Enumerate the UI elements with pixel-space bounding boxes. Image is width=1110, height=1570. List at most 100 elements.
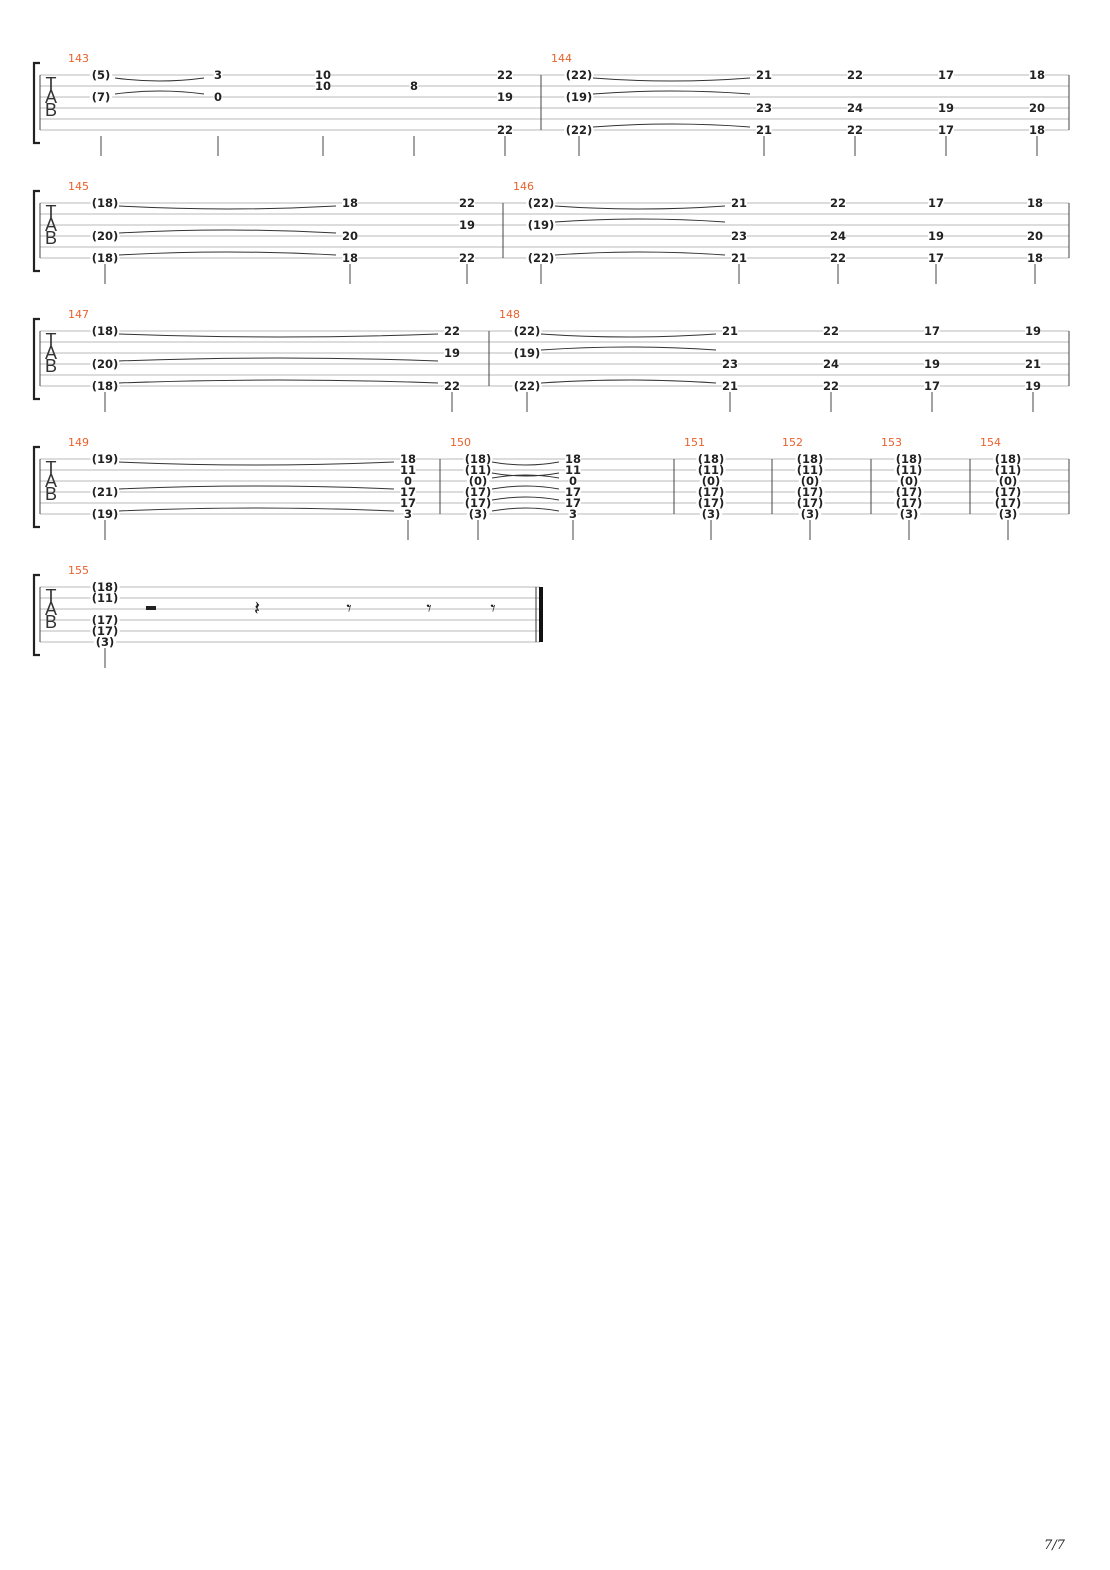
tie-arc (491, 507, 560, 512)
fret-background (463, 465, 493, 475)
fret-background (795, 465, 825, 475)
tie-arc (491, 474, 560, 479)
fret-background (90, 231, 120, 241)
fret-background (342, 253, 358, 263)
tie-arc (118, 379, 439, 384)
system-4: TAB149(19)(21)(19)1811017173150(18)(11)(… (32, 436, 1070, 540)
measure-number: 153 (881, 436, 902, 449)
fret-number: (7) (92, 90, 111, 104)
fret-background (403, 476, 413, 486)
fret-number: 17 (924, 324, 940, 338)
fret-background (565, 498, 581, 508)
tie-arc (118, 205, 337, 210)
fret-background (996, 509, 1020, 519)
fret-number: 3 (214, 68, 222, 82)
tab-clef-letter: B (45, 612, 57, 632)
fret-number: (22) (514, 379, 541, 393)
fret-number: (17) (896, 485, 923, 499)
fret-background (565, 454, 581, 464)
fret-number: 23 (722, 357, 738, 371)
fret-background (512, 381, 542, 391)
fret-number: (18) (797, 452, 824, 466)
sixteenth-rest: 𝄾 (426, 596, 431, 620)
fret-number: 22 (847, 123, 863, 137)
fret-number: 19 (1025, 324, 1041, 338)
fret-background (400, 465, 416, 475)
fret-number: (3) (999, 507, 1018, 521)
fret-background (1025, 326, 1041, 336)
fret-number: 24 (830, 229, 846, 243)
fret-number: (3) (702, 507, 721, 521)
quarter-rest: 𝄽 (254, 596, 260, 620)
fret-background (938, 103, 954, 113)
fret-background (459, 220, 475, 230)
fret-background (90, 381, 120, 391)
fret-background (897, 509, 921, 519)
thirty-second-rest: 𝄾 (490, 596, 495, 620)
fret-background (400, 487, 416, 497)
fret-background (526, 253, 556, 263)
fret-background (830, 198, 846, 208)
measure-number: 152 (782, 436, 803, 449)
fret-number: (18) (92, 251, 119, 265)
fret-number: 3 (569, 507, 577, 521)
fret-number: 17 (565, 496, 581, 510)
eighth-rest: 𝄾 (346, 596, 351, 620)
fret-background (213, 70, 223, 80)
fret-number: (3) (96, 635, 115, 649)
fret-background (466, 509, 490, 519)
fret-background (1027, 231, 1043, 241)
system-bracket (32, 189, 40, 273)
fret-number: 22 (444, 324, 460, 338)
fret-number: 18 (565, 452, 581, 466)
fret-background (565, 487, 581, 497)
fret-background (568, 509, 578, 519)
fret-number: (22) (528, 251, 555, 265)
fret-background (90, 454, 120, 464)
measure-number: 147 (68, 308, 89, 321)
fret-number: 19 (1025, 379, 1041, 393)
fret-background (315, 70, 331, 80)
tie-arc (491, 485, 560, 490)
fret-number: 21 (756, 68, 772, 82)
fret-number: 21 (731, 196, 747, 210)
fret-number: 21 (1025, 357, 1041, 371)
fret-number: 20 (1029, 101, 1045, 115)
tab-clef-letter: A (45, 215, 57, 235)
fret-background (795, 498, 825, 508)
tab-clef-letter: B (45, 484, 57, 504)
fret-background (459, 253, 475, 263)
fret-number: 23 (731, 229, 747, 243)
fret-background (90, 593, 120, 603)
fret-background (90, 253, 120, 263)
measure-number: 146 (513, 180, 534, 193)
tie-arc (540, 333, 717, 338)
fret-number: (17) (92, 613, 119, 627)
fret-number: 19 (928, 229, 944, 243)
fret-number: (17) (896, 496, 923, 510)
fret-background (512, 326, 542, 336)
measure-number: 150 (450, 436, 471, 449)
fret-background (924, 381, 940, 391)
fret-background (512, 348, 542, 358)
fret-number: 10 (315, 68, 331, 82)
tab-clef-letter: T (46, 74, 57, 94)
fret-number: 17 (938, 123, 954, 137)
fret-number: (11) (465, 463, 492, 477)
fret-number: (0) (801, 474, 820, 488)
fret-number: 21 (722, 324, 738, 338)
fret-background (90, 198, 120, 208)
fret-background (823, 359, 839, 369)
fret-number: 18 (1029, 68, 1045, 82)
fret-number: (19) (92, 507, 119, 521)
fret-background (400, 454, 416, 464)
fret-number: (18) (995, 452, 1022, 466)
tab-clef-letter: B (45, 356, 57, 376)
fret-number: 0 (214, 90, 222, 104)
fret-number: (0) (702, 474, 721, 488)
fret-background (993, 498, 1023, 508)
fret-background (342, 231, 358, 241)
